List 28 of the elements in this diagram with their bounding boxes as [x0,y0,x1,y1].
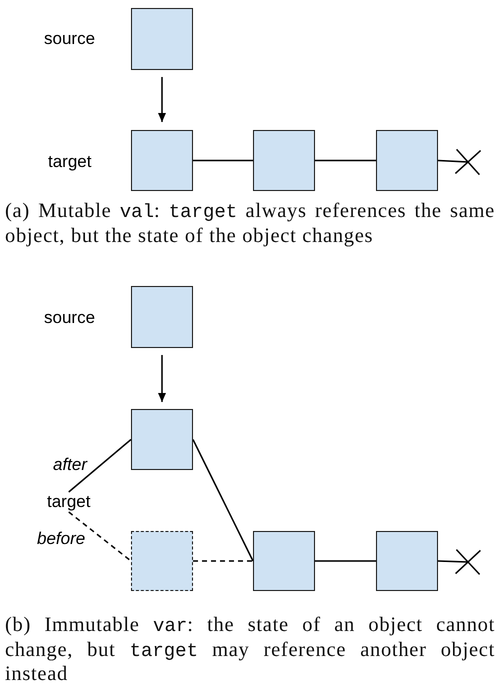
object-box [131,130,193,191]
edge-label: before [37,529,86,549]
object-box [131,286,193,348]
object-box [376,130,438,191]
node-label: source [44,29,96,49]
dashed-connector-line [68,511,132,562]
node-label: source [44,308,96,328]
connector-line [315,560,376,562]
object-box [131,531,193,591]
object-box [253,130,315,191]
connector-line [193,160,253,162]
connector-line [68,438,132,493]
object-box [131,409,193,470]
object-box [131,8,193,70]
caption: (a) Mutable val: target always references the same object, but the state of the object changes [5,200,495,248]
caption: (b) Immutable var: the state of an object cannot change, but target may reference another object instead [5,614,495,685]
object-box [253,531,315,591]
dashed-connector-line [193,560,253,562]
node-label: target [47,492,90,512]
arrow [158,355,166,402]
node-label: target [48,152,92,172]
cross-terminated-line [438,148,482,176]
connector-line [192,439,254,562]
edge-label: after [53,455,88,475]
arrow [158,77,166,122]
cross-terminated-line [438,548,482,576]
connector-line [315,160,376,162]
object-box [376,531,438,591]
